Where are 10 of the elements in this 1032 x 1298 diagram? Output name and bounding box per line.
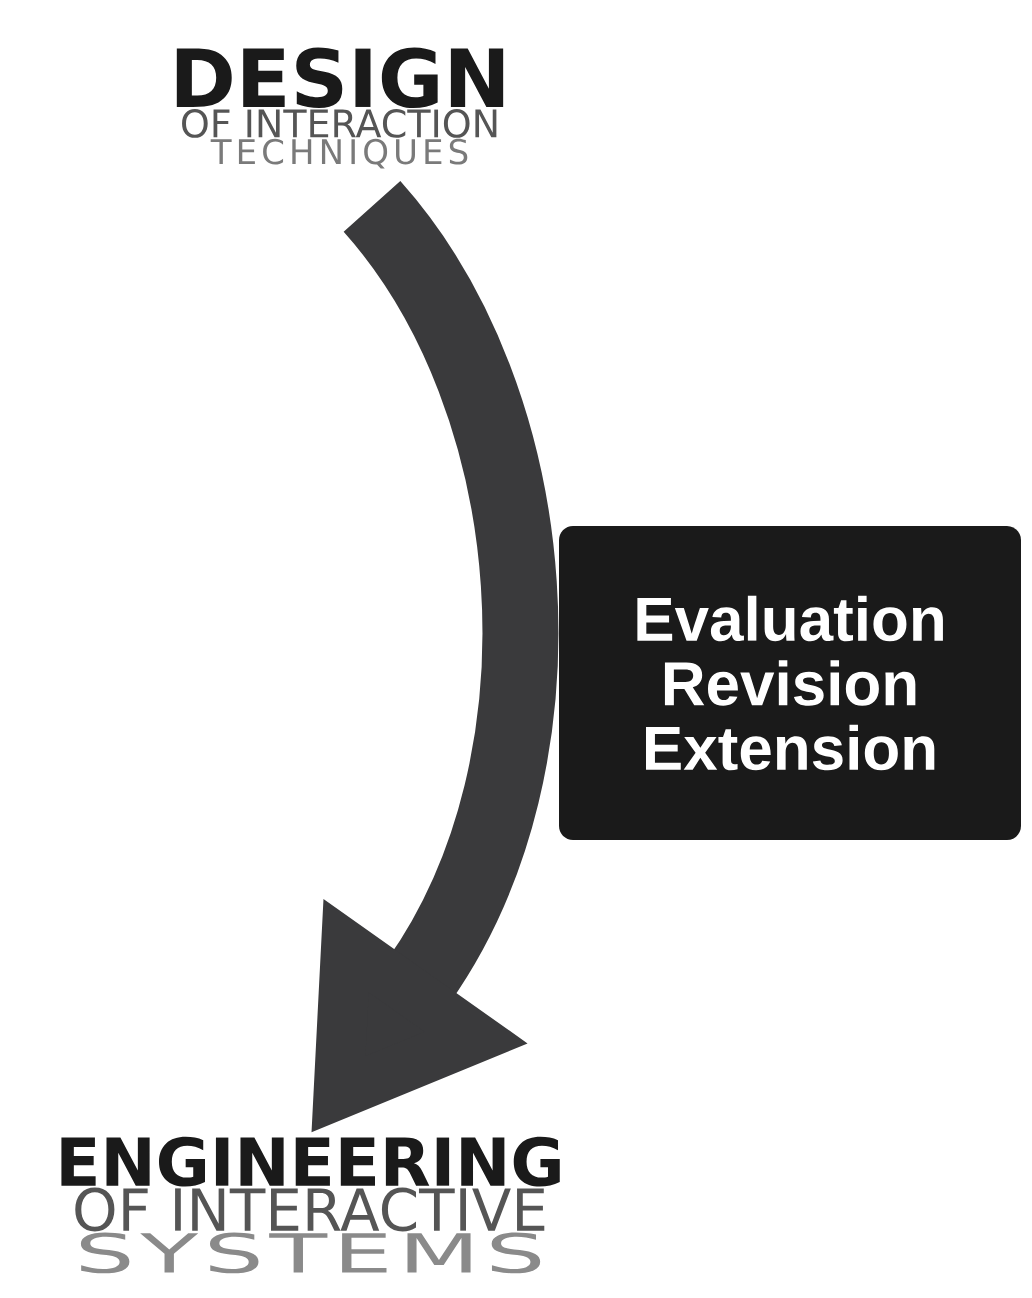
box-text: Extension [646, 724, 935, 771]
subheading-text: OF INTERACTION [182, 109, 497, 138]
subheading-text: OF INTERACTIVE [75, 1187, 545, 1232]
text-box [559, 526, 1021, 840]
subheading-text: SYSTEMS [80, 1232, 541, 1274]
subheading-text: TECHNIQUES [210, 138, 468, 169]
heading-text: DESIGN [176, 47, 504, 109]
box-text: Revision [664, 660, 916, 706]
box-text: Evaluation [637, 595, 943, 642]
heading-text: ENGINEERING [61, 1136, 560, 1187]
